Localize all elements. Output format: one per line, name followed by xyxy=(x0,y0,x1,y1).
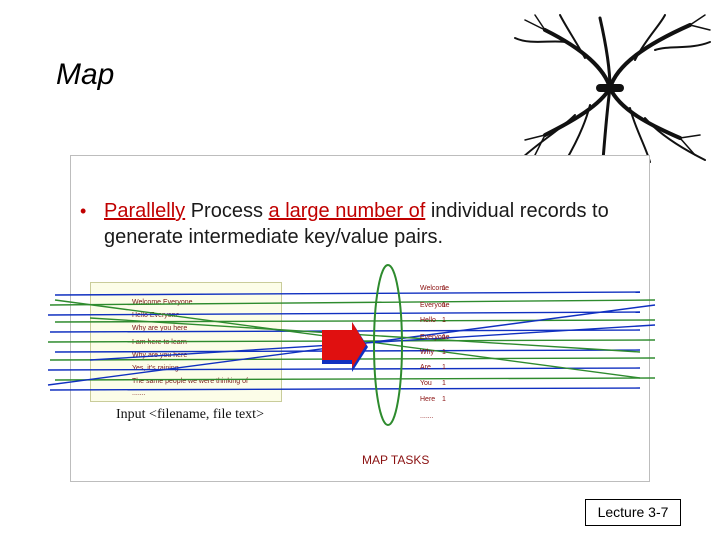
kv-value: 1 xyxy=(442,396,446,403)
input-record: I am here to learn xyxy=(132,339,187,346)
kv-key: Are xyxy=(420,364,431,371)
kv-pair: You 1 xyxy=(420,380,446,387)
kv-more: ....... xyxy=(420,413,434,420)
kv-pair: Hello 1 xyxy=(420,317,446,324)
kv-key: Everyone xyxy=(420,302,450,309)
bullet-phrase-large-number: a large number of xyxy=(268,200,426,222)
kv-key: Here xyxy=(420,396,436,403)
kv-pair: Why 1 xyxy=(420,349,446,356)
input-record: Hello Everyone xyxy=(132,312,180,319)
input-record: Yes, it's raining xyxy=(132,365,179,372)
kv-value: 1 xyxy=(442,380,446,387)
input-caption: Input <filename, file text> xyxy=(116,407,264,422)
lecture-label: Lecture 3-7 xyxy=(585,499,681,526)
kv-key: Everyone xyxy=(420,334,450,341)
kv-value: 1 xyxy=(442,364,446,371)
map-tasks-label: MAP TASKS xyxy=(362,453,430,467)
kv-value: 1 xyxy=(442,285,446,292)
bullet-text: Parallelly Process a large number of ind… xyxy=(104,198,650,250)
kv-key: Hello xyxy=(420,317,436,324)
input-record: Why are you here xyxy=(132,325,188,332)
kv-value: 1 xyxy=(442,317,446,324)
kv-pair: Are 1 xyxy=(420,364,446,371)
slide-title: Map xyxy=(56,58,115,91)
kv-value: 1 xyxy=(442,349,446,356)
kv-key: You xyxy=(420,380,432,387)
tree-logo-icon xyxy=(514,14,711,163)
kv-value: 1 xyxy=(442,334,446,341)
bullet-rest: individual records to generate intermedi… xyxy=(104,200,609,248)
input-record: Welcome Everyone xyxy=(132,299,193,306)
bullet-word-parallelly: Parallelly xyxy=(104,200,186,222)
kv-key: Welcome xyxy=(420,285,450,292)
bullet-word-process: Process xyxy=(185,200,269,222)
input-record: ....... xyxy=(132,390,146,397)
kv-key: Why xyxy=(420,349,434,356)
input-record: The same people we were thinking of xyxy=(132,378,248,385)
kv-value: 1 xyxy=(442,302,446,309)
kv-pair: Here 1 xyxy=(420,396,446,403)
bullet-dot: • xyxy=(80,201,87,221)
